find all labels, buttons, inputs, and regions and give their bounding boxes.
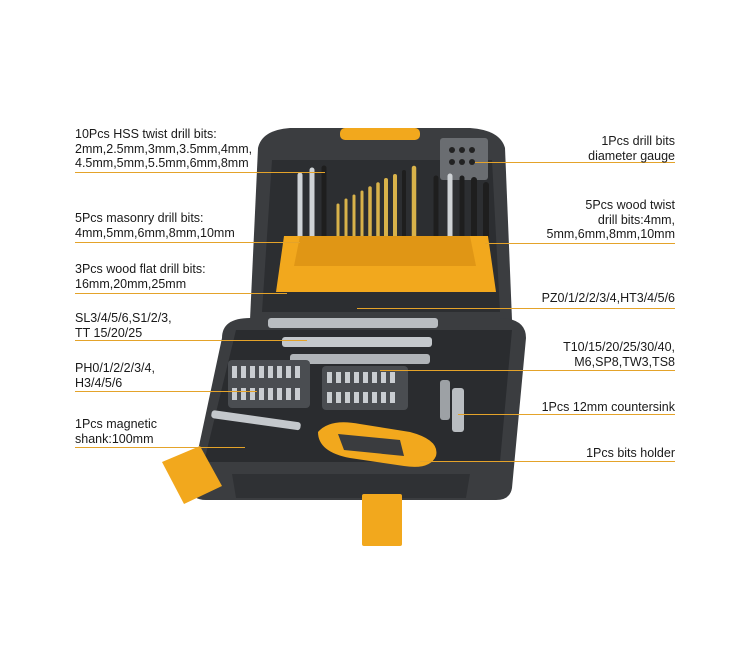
countersink: [452, 388, 464, 432]
label-sl-tt-bits: SL3/4/5/6,S1/2/3, TT 15/20/25: [75, 311, 172, 340]
leader-line: [75, 340, 307, 342]
label-magnetic-shank: 1Pcs magnetic shank:100mm: [75, 417, 157, 446]
screwdriver-bits: [228, 360, 408, 410]
left-latch: [162, 446, 222, 504]
magnetic-shank: [211, 410, 301, 431]
wood-flat-bits: [268, 318, 438, 364]
leader-line: [75, 242, 300, 244]
leader-line: [380, 370, 675, 372]
label-torx-bits: T10/15/20/25/30/40, M6,SP8,TW3,TS8: [563, 340, 675, 369]
label-diameter-gauge: 1Pcs drill bits diameter gauge: [588, 134, 675, 163]
label-bits-holder: 1Pcs bits holder: [586, 446, 675, 460]
drill-bits: [297, 165, 489, 247]
label-hss-drill-bits: 10Pcs HSS twist drill bits: 2mm,2.5mm,3m…: [75, 127, 253, 170]
label-masonry-drill-bits: 5Pcs masonry drill bits: 4mm,5mm,6mm,8mm…: [75, 211, 235, 240]
label-wood-twist-drill-bits: 5Pcs wood twist drill bits:4mm, 5mm,6mm,…: [546, 198, 675, 241]
leader-line: [458, 414, 675, 416]
leader-line: [475, 162, 675, 164]
lid-handle-accent: [340, 128, 420, 140]
bits-holder-handle: [318, 422, 437, 467]
label-pz-ht-bits: PZ0/1/2/2/3/4,HT3/4/5/6: [541, 291, 675, 305]
front-latch: [362, 494, 402, 546]
leader-line: [75, 172, 325, 174]
leader-line: [75, 391, 257, 393]
diameter-gauge: [440, 138, 488, 180]
label-ph-h-bits: PH0/1/2/2/3/4, H3/4/5/6: [75, 361, 155, 390]
label-countersink: 1Pcs 12mm countersink: [541, 400, 675, 414]
leader-line: [485, 243, 675, 245]
leader-line: [75, 447, 245, 449]
leader-line: [357, 308, 675, 310]
leader-line: [420, 461, 675, 463]
leader-line: [75, 293, 287, 295]
label-wood-flat-drill-bits: 3Pcs wood flat drill bits: 16mm,20mm,25m…: [75, 262, 206, 291]
